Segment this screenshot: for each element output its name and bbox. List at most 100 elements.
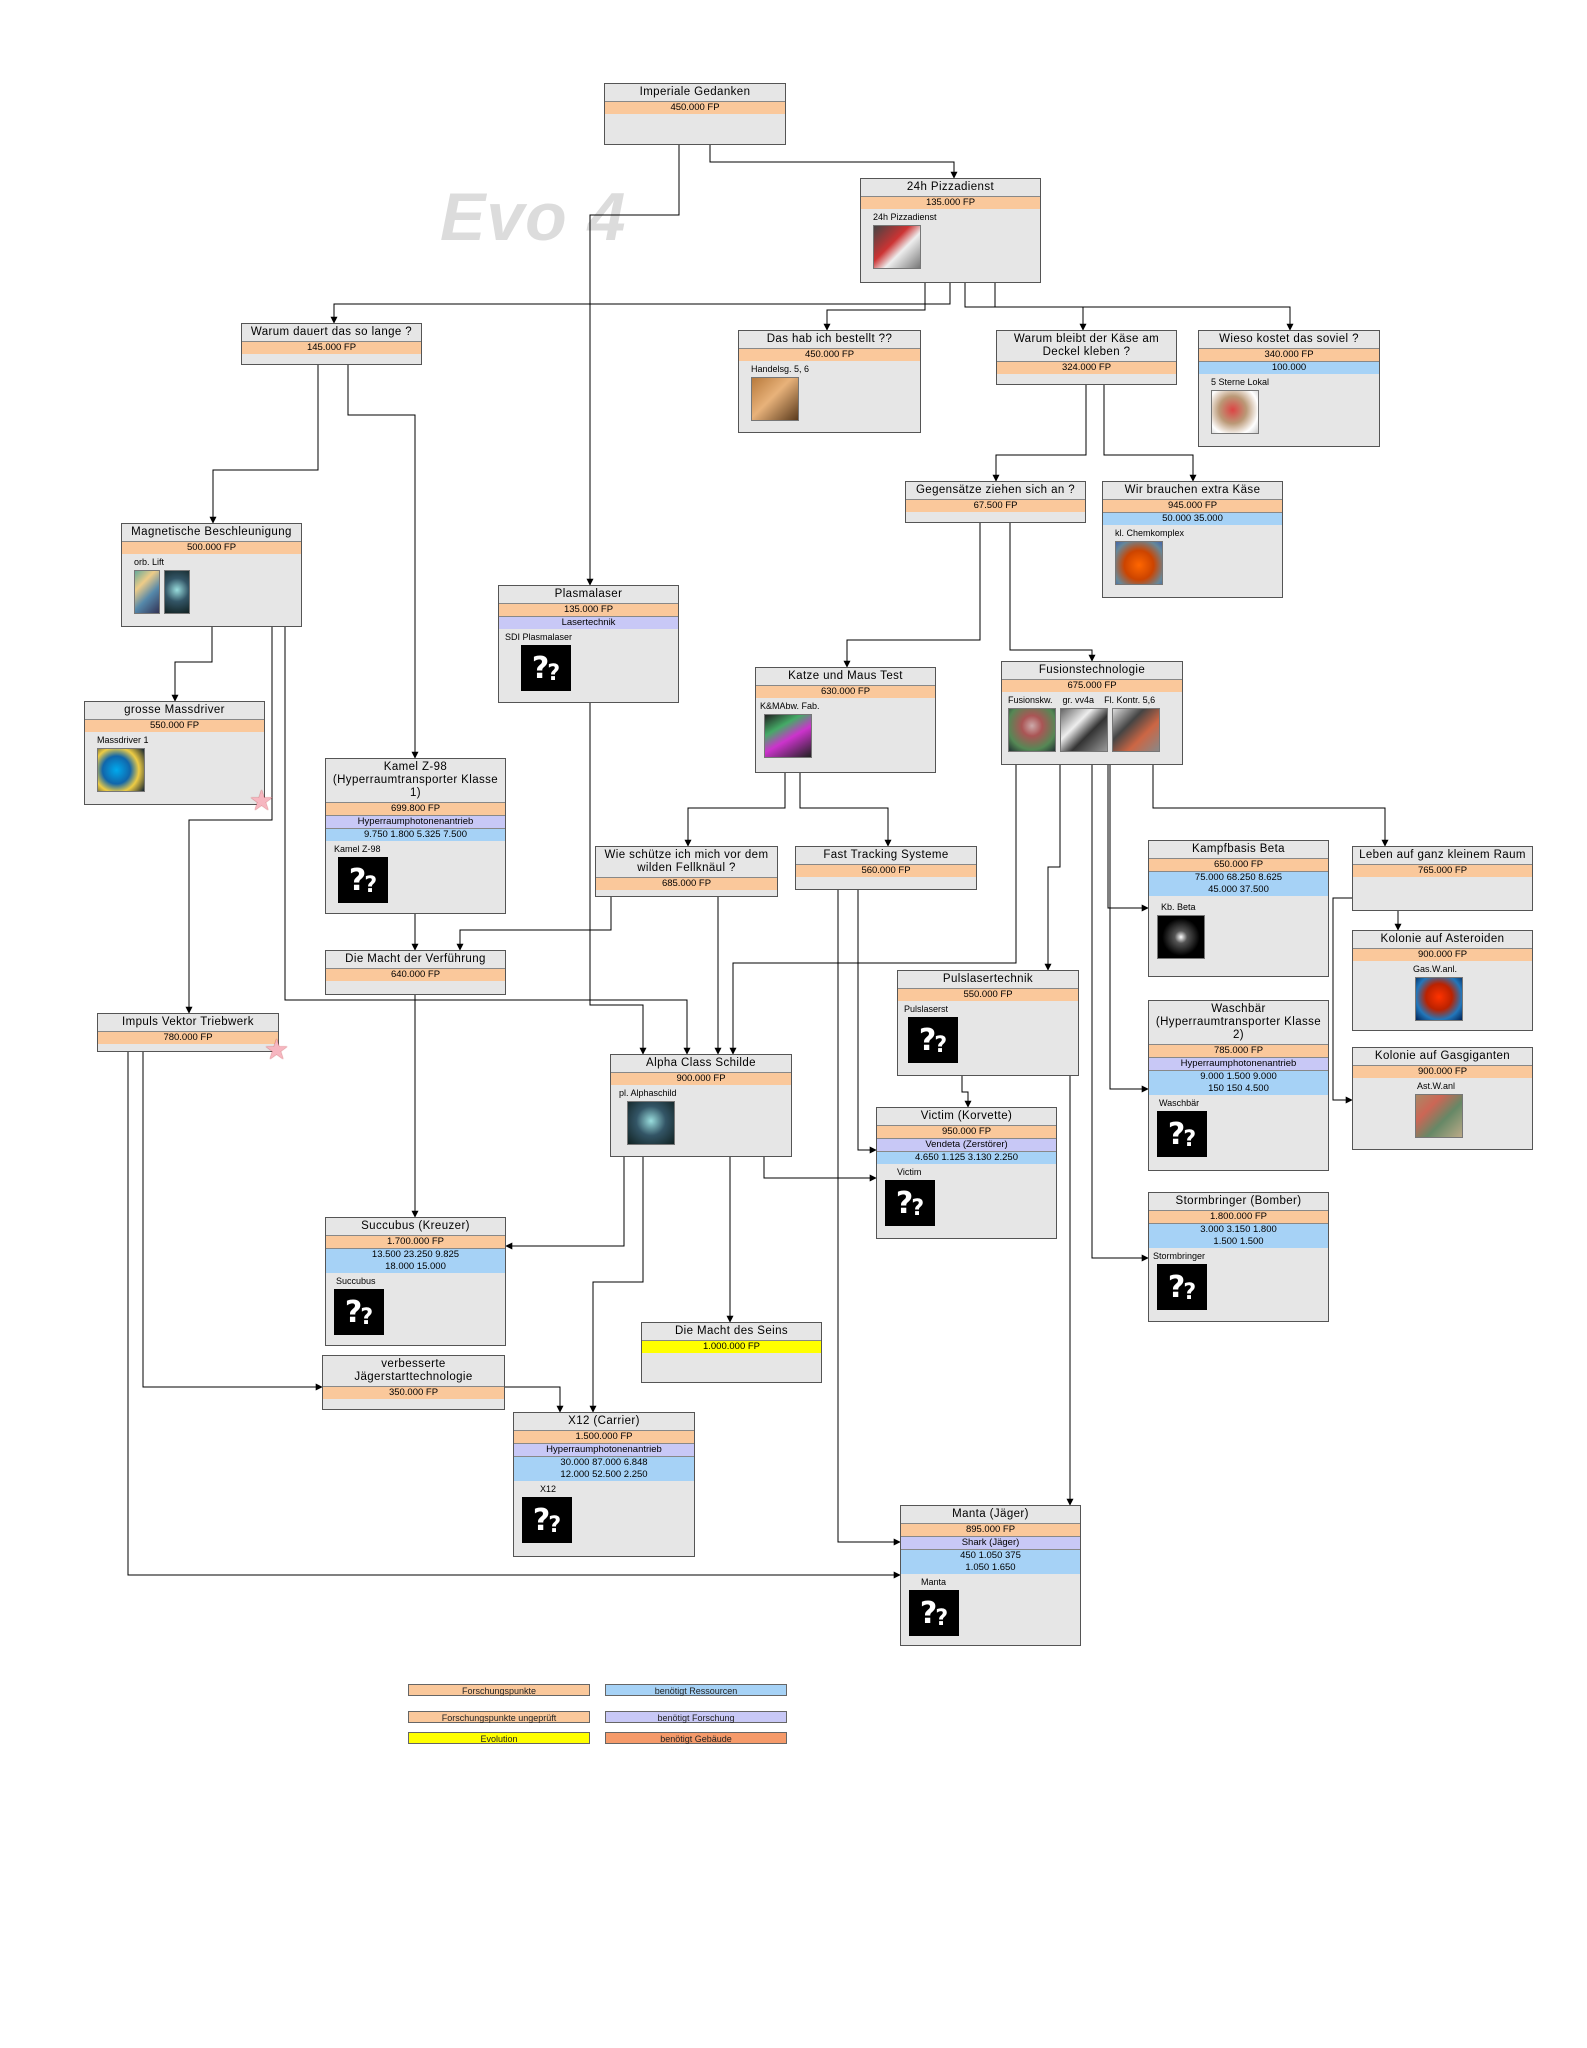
node-stormbringer[interactable]: Stormbringer (Bomber) 1.800.000 FP 3.000… <box>1148 1192 1329 1322</box>
required-resources: 9.750 1.800 5.325 7.500 <box>326 828 505 841</box>
node-alpha-class-schilde[interactable]: Alpha Class Schilde 900.000 FP pl. Alpha… <box>610 1054 792 1157</box>
node-katze-und-maus[interactable]: Katze und Maus Test 630.000 FP K&MAbw. F… <box>755 667 936 773</box>
research-points: 685.000 FP <box>596 877 777 890</box>
node-leben-kleinem-raum[interactable]: Leben auf ganz kleinem Raum 765.000 FP <box>1352 846 1533 911</box>
building-label: Ast.W.anl <box>1417 1081 1456 1091</box>
building-label: SDI Plasmalaser <box>505 632 573 642</box>
node-title: Gegensätze ziehen sich an ? <box>915 484 1076 496</box>
node-title: Das hab ich bestellt ?? <box>766 333 893 345</box>
legend-research-points: Forschungspunkte <box>408 1684 590 1696</box>
node-waschbaer[interactable]: Waschbär (Hyperraumtransporter Klasse 2)… <box>1148 1000 1329 1171</box>
unknown-image-icon: ?? <box>522 1497 572 1543</box>
node-succubus[interactable]: Succubus (Kreuzer) 1.700.000 FP 13.500 2… <box>325 1217 506 1346</box>
restaurant-image <box>1211 390 1259 434</box>
node-warum-dauert[interactable]: Warum dauert das so lange ? 145.000 FP <box>241 323 422 365</box>
legend-required-research: benötigt Forschung <box>605 1711 787 1723</box>
research-points: 780.000 FP <box>98 1031 278 1044</box>
unknown-image-icon: ?? <box>1157 1264 1207 1310</box>
vv4a-image <box>1060 708 1108 752</box>
node-fusionstechnologie[interactable]: Fusionstechnologie 675.000 FP Fusionskw.… <box>1001 661 1183 765</box>
legend-required-resources: benötigt Ressourcen <box>605 1684 787 1696</box>
node-title: Manta (Jäger) <box>952 1508 1029 1520</box>
fleet-control-image <box>1112 708 1160 752</box>
node-wieso-kostet[interactable]: Wieso kostet das soviel ? 340.000 FP 100… <box>1198 330 1380 447</box>
legend-research-points-unchecked: Forschungspunkte ungeprüft <box>408 1711 590 1723</box>
node-x12-carrier[interactable]: X12 (Carrier) 1.500.000 FP Hyperraumphot… <box>513 1412 695 1557</box>
research-points: 550.000 FP <box>85 719 264 732</box>
node-title: Impuls Vektor Triebwerk <box>122 1016 254 1028</box>
node-title: Pulslasertechnik <box>942 973 1034 985</box>
node-magnetische-beschleunigung[interactable]: Magnetische Beschleunigung 500.000 FP or… <box>121 523 302 627</box>
required-research: Hyperraumphotonenantrieb <box>514 1443 694 1456</box>
asteroid-plant-image <box>1415 1094 1463 1138</box>
evo-watermark: Evo 4 <box>440 179 627 255</box>
node-macht-des-seins[interactable]: Die Macht des Seins 1.000.000 FP <box>641 1322 822 1383</box>
node-grosse-massdriver[interactable]: grosse Massdriver 550.000 FP Massdriver … <box>84 701 265 805</box>
research-points: 900.000 FP <box>611 1072 791 1085</box>
building-label: orb. Lift <box>134 557 165 567</box>
node-kolonie-asteroiden[interactable]: Kolonie auf Asteroiden 900.000 FP Gas.W.… <box>1352 930 1533 1031</box>
node-title: Alpha Class Schilde <box>646 1057 756 1069</box>
research-points: 900.000 FP <box>1353 1065 1532 1078</box>
node-title: verbesserte Jägerstarttechnologie <box>354 1358 473 1383</box>
node-title: Magnetische Beschleunigung <box>131 526 292 538</box>
building-label: Victim <box>897 1167 922 1177</box>
node-title: Fast Tracking Systeme <box>823 849 949 861</box>
building-label: gr. vv4a <box>1062 695 1095 705</box>
building-label: Fl. Kontr. 5,6 <box>1104 695 1156 705</box>
required-resources-2: 150 150 4.500 <box>1149 1083 1328 1095</box>
node-impuls-vektor[interactable]: Impuls Vektor Triebwerk 780.000 FP <box>97 1013 279 1052</box>
research-points: 1.500.000 FP <box>514 1430 694 1443</box>
research-points: 560.000 FP <box>796 864 976 877</box>
node-das-hab-ich-bestellt[interactable]: Das hab ich bestellt ?? 450.000 FP Hande… <box>738 330 921 433</box>
node-macht-der-verfuehrung[interactable]: Die Macht der Verführung 640.000 FP <box>325 950 506 995</box>
research-points: 1.700.000 FP <box>326 1235 505 1248</box>
node-kampfbasis-beta[interactable]: Kampfbasis Beta 650.000 FP 75.000 68.250… <box>1148 840 1329 977</box>
building-label: Kamel Z-98 <box>334 844 381 854</box>
node-manta[interactable]: Manta (Jäger) 895.000 FP Shark (Jäger) 4… <box>900 1505 1081 1646</box>
research-points: 900.000 FP <box>1353 948 1532 961</box>
node-title: Waschbär (Hyperraumtransporter Klasse 2) <box>1155 1003 1322 1041</box>
node-jaegerstarttechnologie[interactable]: verbesserte Jägerstarttechnologie 350.00… <box>322 1355 505 1410</box>
required-resources: 4.650 1.125 3.130 2.250 <box>877 1151 1056 1164</box>
research-points: 500.000 FP <box>122 541 301 554</box>
alpha-shield-image <box>627 1101 675 1145</box>
building-label: Succubus <box>336 1276 376 1286</box>
unknown-image-icon: ?? <box>1157 1111 1207 1157</box>
node-24h-pizzadienst[interactable]: 24h Pizzadienst 135.000 FP 24h Pizzadien… <box>860 178 1041 283</box>
building-label: Fusionskw. <box>1008 695 1053 705</box>
required-resources: 30.000 87.000 6.848 <box>514 1456 694 1469</box>
node-imperiale-gedanken[interactable]: Imperiale Gedanken 450.000 FP <box>604 83 786 145</box>
defense-factory-image <box>764 714 812 758</box>
node-kamel-z98[interactable]: Kamel Z-98 (Hyperraumtransporter Klasse … <box>325 758 506 914</box>
orbital-lift-image <box>134 570 160 614</box>
node-kolonie-gasgiganten[interactable]: Kolonie auf Gasgiganten 900.000 FP Ast.W… <box>1352 1047 1533 1150</box>
unknown-image-icon: ?? <box>521 645 571 691</box>
building-label: Massdriver 1 <box>97 735 149 745</box>
node-title: Stormbringer (Bomber) <box>1175 1195 1302 1207</box>
node-pulslasertechnik[interactable]: Pulslasertechnik 550.000 FP Pulslaserst … <box>897 970 1079 1076</box>
node-gegensaetze[interactable]: Gegensätze ziehen sich an ? 67.500 FP <box>905 481 1086 523</box>
node-fast-tracking[interactable]: Fast Tracking Systeme 560.000 FP <box>795 846 977 890</box>
star-icon: ★ <box>249 785 275 816</box>
building-labels: 24h Pizzadienst <box>861 209 1040 223</box>
node-plasmalaser[interactable]: Plasmalaser 135.000 FP Lasertechnik SDI … <box>498 585 679 703</box>
node-extra-kaese[interactable]: Wir brauchen extra Käse 945.000 FP 50.00… <box>1102 481 1283 598</box>
node-title: X12 (Carrier) <box>568 1415 640 1427</box>
required-resources-2: 1.050 1.650 <box>901 1562 1080 1574</box>
research-points: 324.000 FP <box>997 361 1176 374</box>
building-label: 5 Sterne Lokal <box>1211 377 1270 387</box>
required-resources-2: 12.000 52.500 2.250 <box>514 1469 694 1481</box>
research-points: 640.000 FP <box>326 968 505 981</box>
node-title: Kampfbasis Beta <box>1192 843 1285 855</box>
research-points: 67.500 FP <box>906 499 1085 512</box>
evolution-points: 1.000.000 FP <box>642 1340 821 1353</box>
node-wie-schuetze-ich[interactable]: Wie schütze ich mich vor dem wilden Fell… <box>595 846 778 897</box>
building-label: Handelsg. 5, 6 <box>751 364 810 374</box>
node-title: Plasmalaser <box>554 588 623 600</box>
node-victim[interactable]: Victim (Korvette) 950.000 FP Vendeta (Ze… <box>876 1107 1057 1239</box>
node-kaese-deckel[interactable]: Warum bleibt der Käse am Deckel kleben ?… <box>996 330 1177 385</box>
unknown-image-icon: ?? <box>908 1017 958 1063</box>
required-resources: 50.000 35.000 <box>1103 512 1282 525</box>
unknown-image-icon: ?? <box>334 1289 384 1335</box>
